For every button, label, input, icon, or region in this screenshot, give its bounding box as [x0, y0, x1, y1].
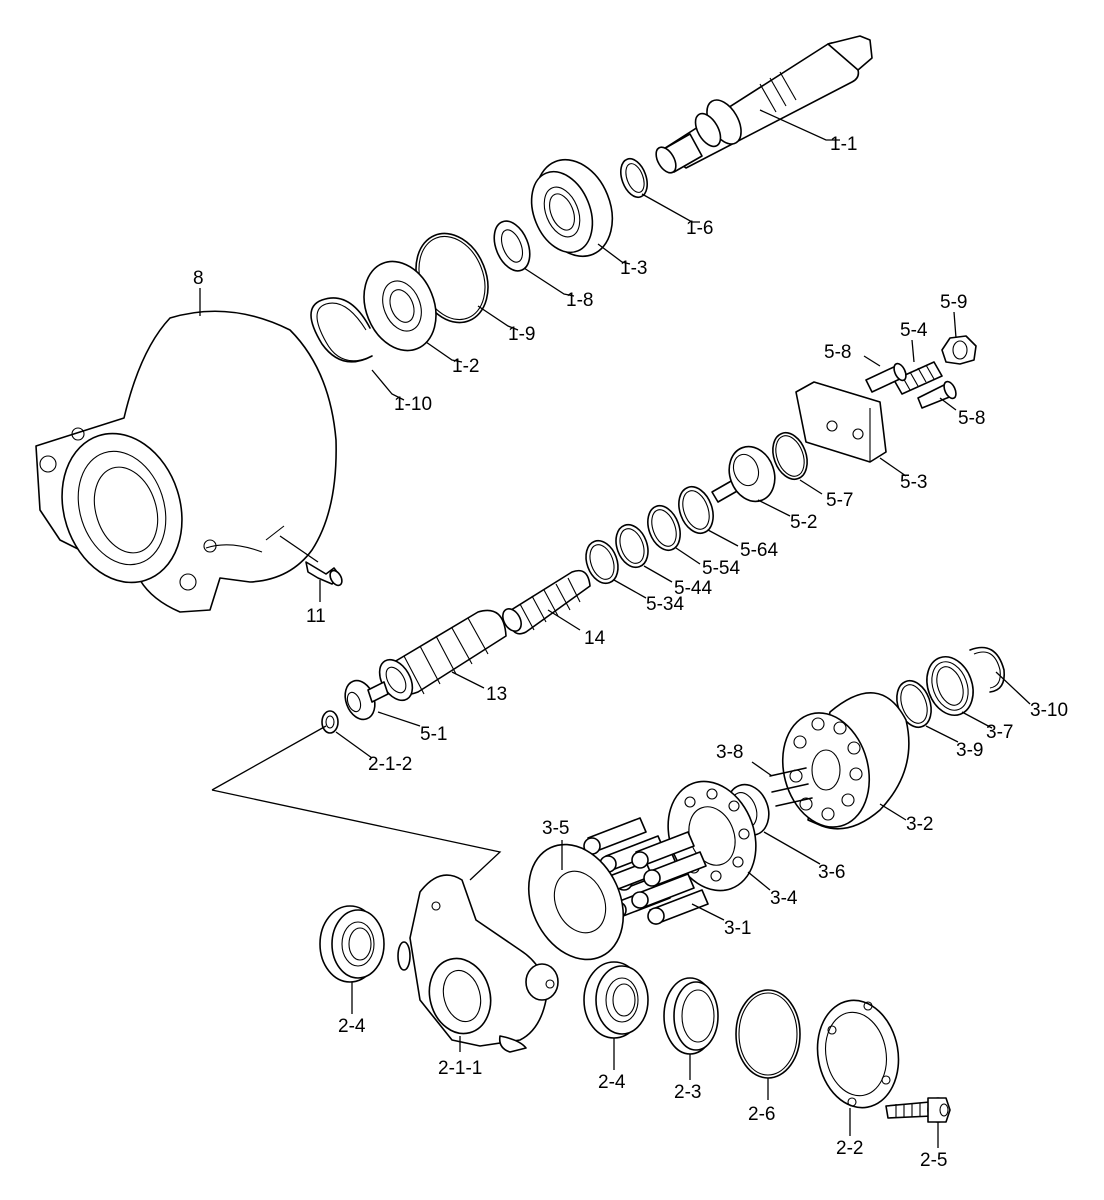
label-3-10: 3-10 [1030, 700, 1068, 721]
label-1-8: 1-8 [566, 290, 593, 311]
label-14: 14 [584, 628, 606, 649]
label-5-2: 5-2 [790, 512, 817, 533]
label-2-6: 2-6 [748, 1104, 775, 1125]
piston-guide-part [711, 445, 776, 503]
shim-5-54-part [647, 504, 681, 552]
label-5-1: 5-1 [420, 724, 447, 745]
bearing-left-part [319, 905, 385, 983]
label-5-44: 5-44 [674, 578, 712, 599]
label-5-4: 5-4 [900, 320, 928, 341]
bush-part [321, 710, 339, 734]
adjust-screw-part [893, 361, 943, 395]
label-13: 13 [486, 684, 507, 705]
label-5-7: 5-7 [826, 490, 853, 511]
label-2-4-right: 2-4 [598, 1072, 626, 1093]
shim-5-64-part [678, 485, 714, 535]
spring-seat-part [344, 679, 389, 721]
socket-bolt-part [885, 1097, 951, 1123]
shim-5-44-part [615, 523, 649, 569]
bolt-upper-part [865, 362, 907, 393]
label-3-4: 3-4 [770, 888, 798, 909]
label-5-8-lower: 5-8 [958, 408, 985, 429]
label-5-54: 5-54 [702, 558, 740, 579]
casing-part [35, 310, 337, 613]
label-2-1-2: 2-1-2 [368, 754, 412, 775]
o-ring-2-6-part [735, 989, 801, 1079]
shim-5-34-part [585, 539, 619, 585]
label-3-1: 3-1 [724, 918, 751, 939]
label-8: 8 [193, 268, 204, 289]
label-1-9: 1-9 [508, 324, 535, 345]
label-5-9: 5-9 [940, 292, 967, 313]
oil-seal-part [663, 977, 719, 1055]
label-3-2: 3-2 [906, 814, 933, 835]
shaft-part [655, 35, 873, 174]
o-ring-5-7-part [772, 431, 808, 481]
swash-plate-part [397, 874, 559, 1053]
label-1-1: 1-1 [830, 134, 857, 155]
label-2-4-left: 2-4 [338, 1016, 366, 1037]
outer-spring-part [378, 609, 507, 702]
label-3-9: 3-9 [956, 740, 983, 761]
piston-assembly-part [583, 817, 709, 925]
seal-plate-part [363, 260, 437, 352]
label-3-5: 3-5 [542, 818, 569, 839]
inner-spring-part [502, 569, 591, 635]
label-2-2: 2-2 [836, 1138, 863, 1159]
cover-block-part [795, 381, 887, 463]
label-5-3: 5-3 [900, 472, 927, 493]
label-3-6: 3-6 [818, 862, 845, 883]
label-5-34: 5-34 [646, 594, 684, 615]
spring-3-7-part [926, 656, 974, 716]
label-11: 11 [306, 606, 326, 627]
bearing-right-part [583, 961, 649, 1039]
snap-ring-3-10-part [969, 646, 1006, 693]
snap-ring-part [620, 157, 648, 199]
label-1-6: 1-6 [686, 218, 713, 239]
label-2-1-1: 2-1-1 [438, 1058, 482, 1079]
part-labels: 1-1 1-6 1-3 1-8 1-9 1-2 1-10 8 11 5-9 5-… [193, 134, 1068, 1171]
nut-part [941, 335, 977, 365]
pins-3-8-part [769, 767, 813, 807]
label-3-8: 3-8 [716, 742, 743, 763]
bolt-lower-part [917, 380, 957, 409]
label-1-3: 1-3 [620, 258, 647, 279]
collar-part [493, 220, 531, 272]
label-2-5: 2-5 [920, 1150, 947, 1171]
bearing-part [530, 158, 614, 258]
front-cover-part [816, 999, 900, 1109]
grease-fitting-part [305, 561, 343, 587]
label-1-10: 1-10 [394, 394, 432, 415]
retaining-ring-part [310, 297, 373, 363]
label-1-2: 1-2 [452, 356, 479, 377]
label-5-64: 5-64 [740, 540, 778, 561]
shoe-plate-part [527, 843, 625, 961]
label-3-7: 3-7 [986, 722, 1013, 743]
leader-lines [199, 109, 1031, 1148]
label-5-8-upper: 5-8 [824, 342, 851, 363]
cylinder-block-part [781, 692, 910, 830]
label-2-3: 2-3 [674, 1082, 701, 1103]
